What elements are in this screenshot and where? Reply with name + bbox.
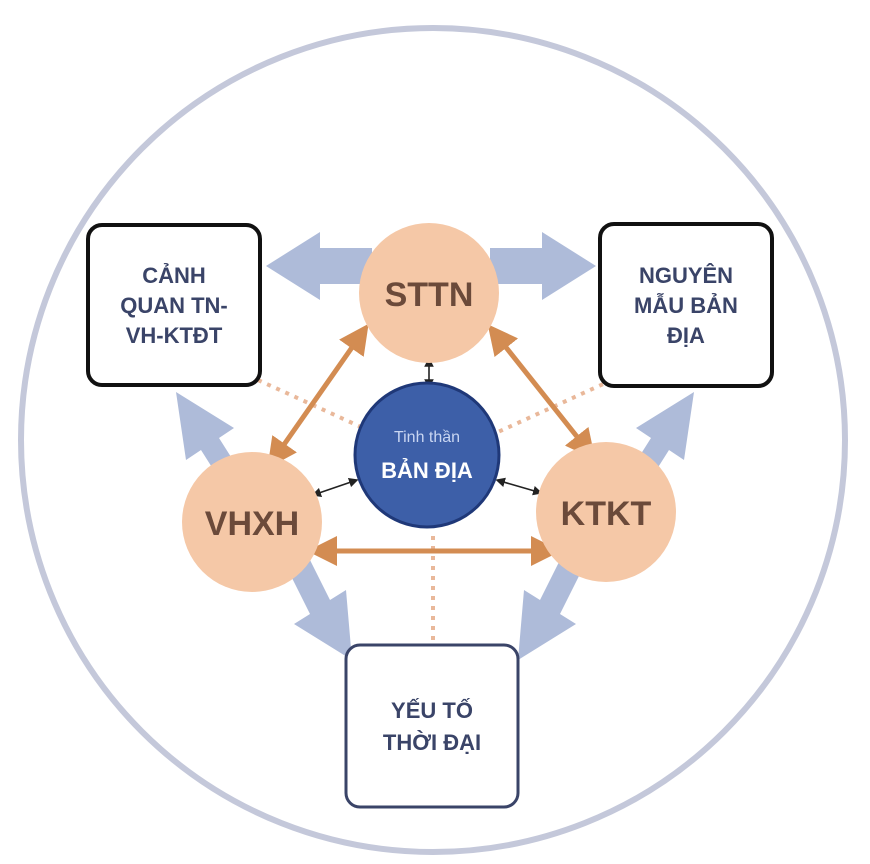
arrow-sttn-vhxh (267, 323, 369, 469)
center-arrow-right (495, 477, 543, 496)
box-nguyen-mau-line3: ĐỊA (667, 323, 705, 348)
center-line2: BẢN ĐỊA (381, 458, 473, 483)
node-ktkt (536, 442, 676, 582)
box-canh-quan (86, 223, 262, 387)
big-arrow-to-nguyen-mau (490, 232, 596, 300)
big-arrow-ktkt-to-yeu-to (518, 556, 592, 660)
box-nguyen-mau-line1: NGUYÊN (639, 263, 733, 288)
center-arrows (311, 357, 543, 497)
box-nguyen-mau (598, 222, 774, 388)
box-nguyen-mau-line2: MẪU BẢN (634, 292, 738, 318)
node-sttn (359, 223, 499, 363)
center-arrow-left (311, 478, 359, 497)
box-yeu-to-line1: YẾU TỐ (391, 697, 473, 723)
outer-ring (18, 25, 848, 855)
center-line1: Tinh thần (394, 429, 460, 446)
node-vhxh-label: VHXH (205, 505, 299, 543)
box-canh-quan-line3: VH-KTĐT (126, 323, 223, 348)
big-arrow-vhxh-to-yeu-to (278, 556, 352, 660)
big-arrow-to-canh-quan (266, 232, 372, 300)
orange-arrows (267, 323, 596, 566)
node-vhxh (182, 452, 322, 592)
center-node (353, 381, 501, 529)
arrow-sttn-ktkt (487, 324, 596, 460)
box-yeu-to-line2: THỜI ĐẠI (383, 730, 481, 755)
dotted-canh-quan (257, 378, 373, 434)
box-yeu-to (344, 643, 520, 809)
box-canh-quan-line1: CẢNH (142, 263, 206, 288)
node-sttn-label: STTN (385, 276, 474, 314)
box-canh-quan-line2: QUAN TN- (120, 293, 228, 318)
node-ktkt-label: KTKT (561, 495, 652, 533)
